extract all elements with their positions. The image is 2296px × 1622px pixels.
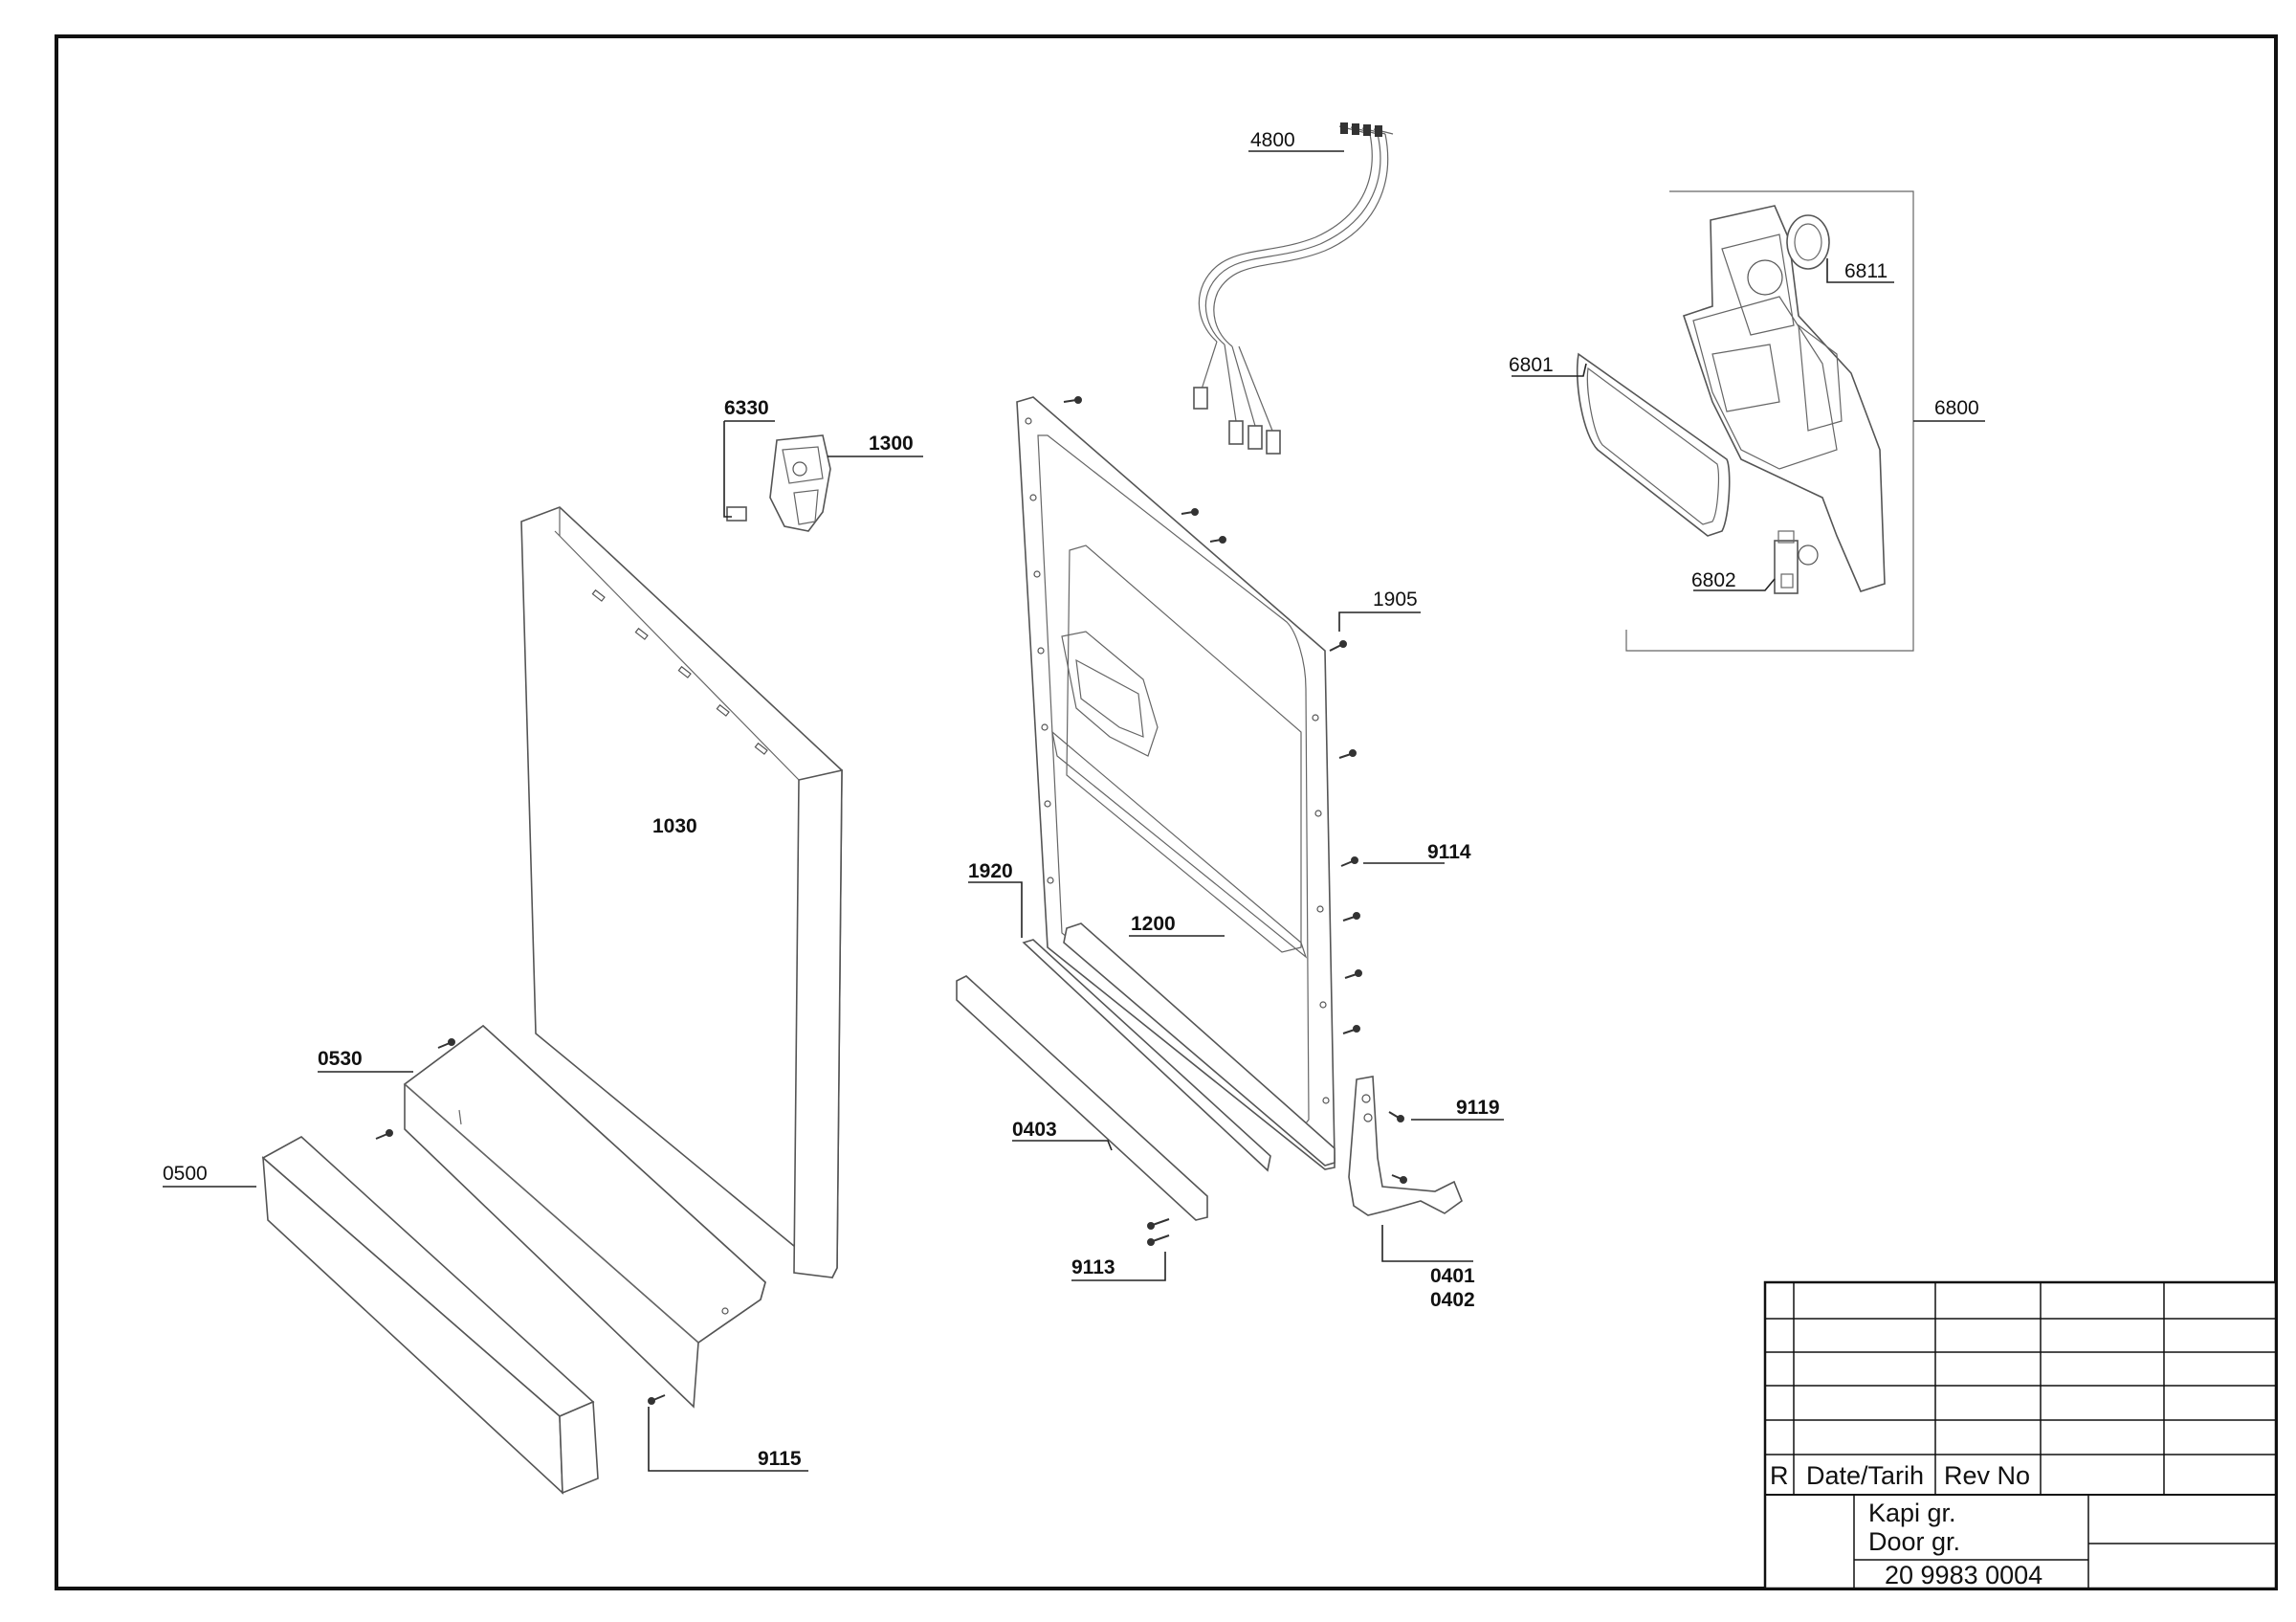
label-6801: 6801 [1509,354,1554,376]
plinth-0500 [261,1136,599,1495]
hinge-0401-0402 [1348,1076,1463,1216]
label-0401: 0401 [1430,1265,1475,1287]
title-block-revno-header: Rev No [1944,1461,2030,1490]
title-block-title-en: Door gr. [1868,1527,1960,1556]
title-block-date-header: Date/Tarih [1806,1461,1924,1490]
door-lock-1300 [726,434,831,532]
label-1905: 1905 [1373,589,1418,611]
label-1300: 1300 [869,433,914,455]
dispenser-6800 [1576,190,1985,652]
label-0403: 0403 [1012,1119,1057,1141]
title-block-rev-header: R [1770,1461,1789,1490]
label-9119: 9119 [1456,1097,1500,1119]
label-1920: 1920 [968,860,1013,882]
label-6811: 6811 [1844,260,1888,282]
title-block-title-tr: Kapi gr. [1868,1499,1956,1527]
title-block-drawing-number: 20 9983 0004 [1885,1561,2042,1589]
label-4800: 4800 [1250,129,1295,151]
label-0530: 0530 [318,1048,363,1070]
inner-door-1200 [1016,396,1336,1170]
title-block: R Date/Tarih Rev No Kapi gr. Door gr. 20… [1763,1280,2278,1590]
outer-door-panel-1030 [520,506,843,1279]
screws-9113 [1147,1218,1170,1246]
label-6330: 6330 [724,397,769,419]
sheet-border [55,34,2278,1590]
door-screws [1063,396,1362,1034]
screw-9115 [648,1394,666,1405]
wiring-harness-4800 [1193,122,1394,455]
label-9113: 9113 [1071,1256,1115,1278]
label-6800: 6800 [1934,397,1979,419]
plinth-bracket-0530 [375,1024,766,1409]
bottom-seal-1920 [956,939,1271,1221]
label-9115: 9115 [758,1448,802,1470]
label-0500: 0500 [163,1163,208,1185]
label-1200: 1200 [1131,913,1176,935]
label-9114: 9114 [1427,841,1471,863]
label-0402: 0402 [1430,1289,1475,1311]
label-1030: 1030 [652,815,697,837]
label-6802: 6802 [1691,569,1736,591]
